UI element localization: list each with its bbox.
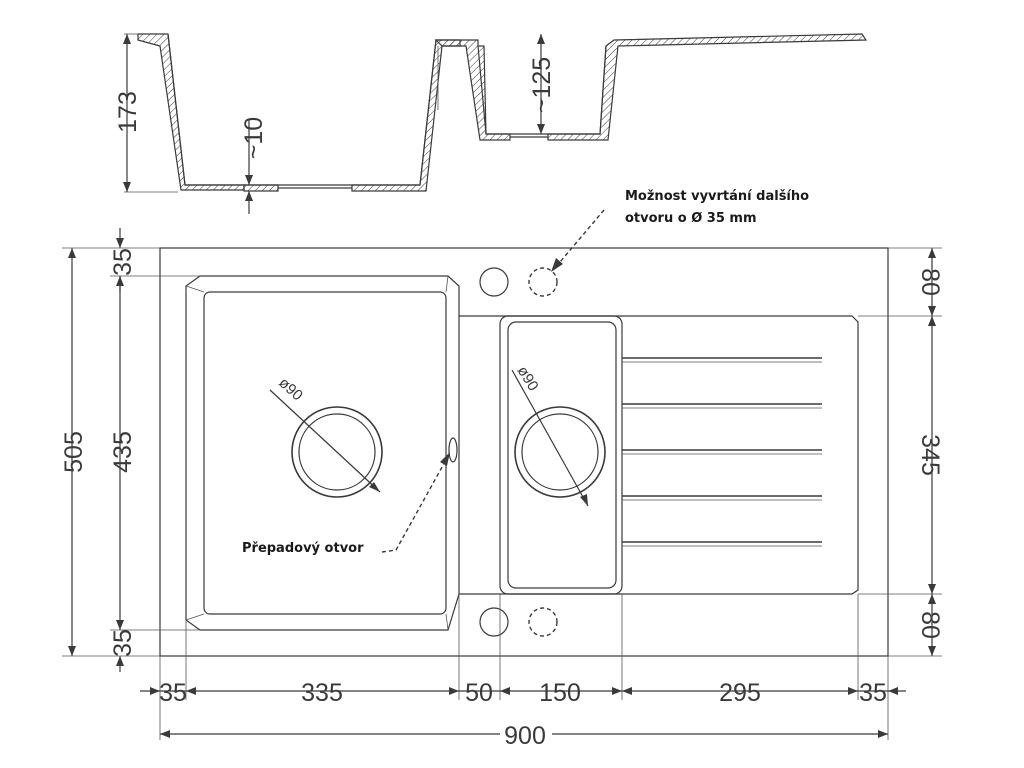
dim-right-80-bottom: 80 [916,611,944,639]
dim-w-335: 335 [301,679,343,707]
right-dimensions: 80 345 80 [858,247,944,657]
plan-view: ø90 ø90 [159,247,889,657]
section-divider [434,39,511,141]
drain-small [514,406,606,498]
note-extra-hole-2: otvoru o Ø 35 mm [625,211,757,226]
dim-thickness: ~10 [240,117,268,159]
dim-right-80-top: 80 [916,268,944,296]
dim-depth-small: ~125 [528,57,556,113]
bottom-dimensions: 35 335 50 150 295 35 900 [140,594,906,750]
sink-outline [159,247,889,657]
small-bowl [507,321,617,589]
dim-w-50: 50 [465,679,493,707]
left-dimensions: 505 35 435 35 [60,228,200,672]
dim-depth-main: 173 [114,91,142,133]
dim-w-35-left: 35 [159,679,187,707]
dim-w-295: 295 [719,679,761,707]
optional-hole-bottom [528,607,558,637]
tap-hole-bottom [479,607,509,637]
dim-inner-435: 435 [109,431,137,473]
tap-hole-top [479,267,509,297]
dim-w-35-right: 35 [859,679,887,707]
dim-right-345: 345 [916,434,944,476]
section-bowl-bottom-left [243,184,279,192]
cross-section: 173 ~10 ~125 [114,33,868,214]
main-bowl [203,291,447,615]
note-extra-hole-1: Možnost vyvrtání dalšího [625,189,809,204]
dim-w-900: 900 [504,722,546,750]
overflow-hole [448,437,458,463]
section-small-bottom [547,33,868,141]
dim-bottom-35: 35 [109,629,137,657]
drainer-ribs [622,357,822,547]
optional-hole-top [528,267,558,297]
note-overflow: Přepadový otvor [242,541,364,556]
dim-w-150: 150 [539,679,581,707]
drain-main [291,406,383,498]
section-bowl-bottom-right [351,39,461,192]
small-bowl-outer [499,315,623,595]
section-left-wall [137,33,245,191]
dim-total-505: 505 [60,431,88,473]
dim-drain-small: ø90 [514,363,542,394]
dim-top-35: 35 [109,248,137,276]
